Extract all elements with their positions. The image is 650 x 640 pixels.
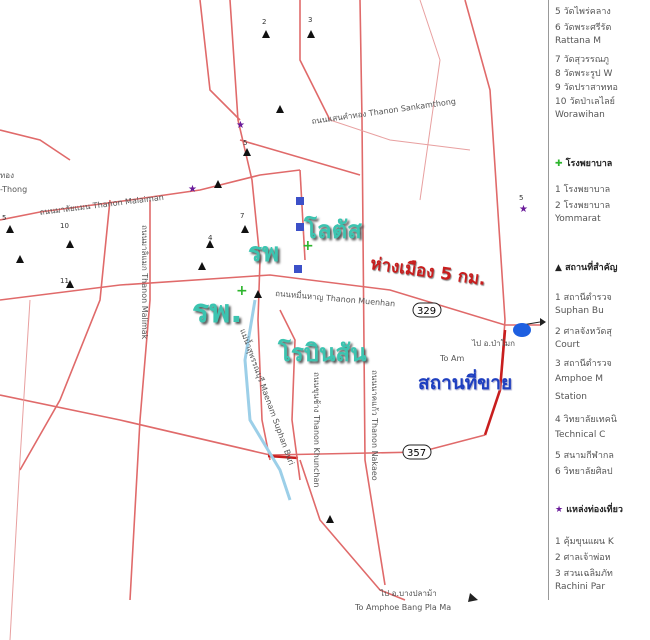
- svg-text:ถนนมาลัยแมน Thanon Malaiman: ถนนมาลัยแมน Thanon Malaiman: [39, 193, 164, 217]
- sale-location-label: สถานที่ขาย: [418, 372, 513, 394]
- svg-text:To Am: To Am: [439, 354, 464, 363]
- svg-text:To Amphoe Bang Pla Ma: To Amphoe Bang Pla Ma: [354, 603, 451, 612]
- svg-text:7: 7: [240, 212, 244, 220]
- svg-text:+: +: [302, 238, 314, 254]
- svg-text:2: 2: [262, 18, 266, 26]
- route-marker-329: 329: [412, 302, 442, 318]
- svg-text:ถนนหมื่นหาญ Thanon Muenhan: ถนนหมื่นหาญ Thanon Muenhan: [275, 287, 396, 308]
- svg-text:329: 329: [417, 306, 436, 317]
- map-legend: 5 วัดไพร่คลาง 6 วัดพระศรีรัต Rattana M 7…: [548, 0, 650, 600]
- hospital-markers: + +: [236, 197, 314, 299]
- hospital-icon: ✚: [555, 159, 563, 169]
- route-marker-357: 357: [402, 444, 432, 460]
- svg-text:5: 5: [243, 139, 247, 147]
- svg-text:★: ★: [188, 184, 197, 195]
- svg-text:★: ★: [519, 204, 528, 215]
- star-icon: ★: [555, 505, 564, 515]
- svg-text:+: +: [236, 283, 248, 299]
- hospital-robinson-abbr: รพ.: [192, 292, 243, 330]
- river: [243, 299, 292, 501]
- svg-text:-Thong: -Thong: [0, 185, 27, 194]
- svg-text:11: 11: [60, 277, 69, 285]
- svg-text:ถนนขุนช้าง Thanon Khunchan: ถนนขุนช้าง Thanon Khunchan: [312, 372, 321, 487]
- hospital-robinson-name: โรบินสัน: [278, 339, 367, 367]
- tourist-legend-header: แหล่งท่องเที่ยว: [566, 505, 623, 515]
- sale-location-marker[interactable]: [513, 323, 531, 337]
- svg-text:★: ★: [236, 120, 245, 131]
- svg-text:ถนนแสนคำทอง Thanon Sankamthong: ถนนแสนคำทอง Thanon Sankamthong: [311, 97, 456, 126]
- svg-text:4: 4: [208, 234, 213, 242]
- svg-text:ทอง: ทอง: [0, 171, 14, 180]
- landmark-markers: [6, 30, 334, 523]
- landmark-icon: ▲: [555, 263, 562, 273]
- svg-text:5: 5: [2, 214, 6, 222]
- svg-text:5: 5: [519, 194, 523, 202]
- svg-text:3: 3: [308, 16, 312, 24]
- hospital-lotus-name: โลตัส: [304, 216, 362, 244]
- tourist-markers: ★ ★ ★: [188, 120, 528, 215]
- hospital-lotus-abbr: รพ: [248, 238, 280, 268]
- svg-text:ไป อ.ป่าโมก: ไป อ.ป่าโมก: [471, 338, 515, 348]
- svg-text:ถนนมาลิแมก Thanon Malimak: ถนนมาลิแมก Thanon Malimak: [140, 225, 149, 340]
- svg-text:357: 357: [407, 448, 426, 459]
- svg-text:ถนนนาคแก้ว Thanon Nakaeo: ถนนนาคแก้ว Thanon Nakaeo: [370, 370, 379, 481]
- svg-text:10: 10: [60, 222, 69, 230]
- svg-text:ไป อ.บางปลาม้า: ไป อ.บางปลาม้า: [379, 589, 437, 598]
- map-numbers: 2 3 5 7 4 10 5 11 5: [2, 16, 523, 285]
- hospital-legend-header: โรงพยาบาล: [565, 159, 613, 169]
- places-legend-header: สถานที่สำคัญ: [565, 263, 618, 273]
- roads: [0, 0, 540, 640]
